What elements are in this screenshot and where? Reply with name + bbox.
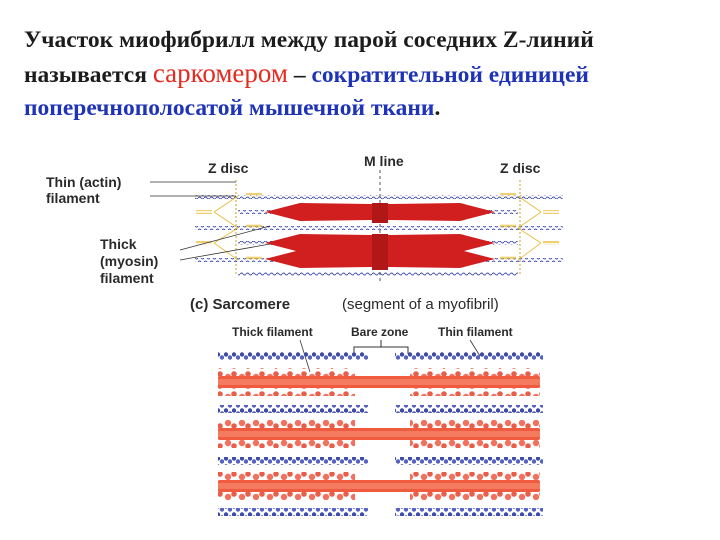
heading-dash: – — [287, 62, 312, 88]
bare-zone-label: Bare zone — [351, 325, 409, 339]
thin-filament-label-line1: Thin (actin) — [46, 174, 121, 190]
z-disc-right-label: Z disc — [500, 160, 541, 176]
sarcomere-schematic: M line Z disc Z disc Thin (actin) filame… — [46, 153, 563, 286]
thick-filaments-top — [265, 203, 495, 270]
thick-filament-detail-label: Thick filament — [232, 325, 313, 339]
heading-part1: Участок миофибрилл между парой соседних … — [24, 27, 594, 88]
filament-detail-view: Thick filament Bare zone Thin filament — [218, 325, 543, 516]
myosin-filaments-detail — [218, 366, 540, 502]
actin-filaments-detail — [218, 352, 543, 516]
thin-filament-label-line2: filament — [46, 190, 100, 206]
z-disc-zigzags — [196, 193, 559, 261]
thick-filament-label-line3: filament — [100, 270, 154, 286]
m-line-label: M line — [364, 153, 404, 169]
thick-filament-label-line2: (myosin) — [100, 253, 158, 269]
heading-definition: сократительной единицей поперечнополосат… — [24, 62, 589, 121]
heading-term: саркомером — [152, 58, 288, 88]
thin-filament-detail-label: Thin filament — [438, 325, 513, 339]
heading-text: Участок миофибрилл между парой соседних … — [24, 24, 704, 125]
thick-filament-label-line1: Thick — [100, 236, 137, 252]
z-disc-left-label: Z disc — [208, 160, 249, 176]
sarcomere-caption-subtitle: (segment of a myofibril) — [342, 296, 499, 313]
sarcomere-caption-title: (c) Sarcomere — [190, 296, 290, 313]
heading-period: . — [434, 95, 441, 121]
